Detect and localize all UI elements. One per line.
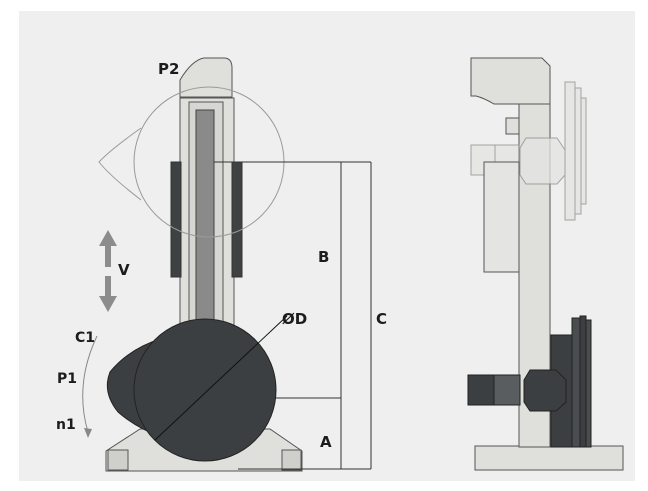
rotation-arrow-icon — [84, 428, 92, 438]
label-c: C — [376, 310, 388, 328]
side-view — [467, 57, 624, 471]
front-slide-bar — [195, 109, 215, 331]
label-p1: P1 — [57, 371, 78, 387]
label-n1: n1 — [56, 417, 76, 433]
label-p2: P2 — [158, 60, 180, 78]
side-shaft-mid — [493, 374, 521, 406]
label-b: B — [318, 248, 330, 266]
side-light-box — [483, 161, 520, 273]
base-foot-left — [107, 449, 129, 471]
side-head — [470, 57, 551, 105]
detail-cone — [98, 127, 142, 201]
side-small-block — [505, 117, 520, 135]
v-arrow-down-icon — [99, 296, 117, 312]
front-head — [179, 57, 233, 98]
side-roller-hub — [523, 369, 567, 412]
label-v: V — [118, 261, 130, 279]
v-arrow-up-icon — [99, 230, 117, 246]
front-view — [82, 57, 372, 472]
label-c1: C1 — [75, 330, 96, 346]
rotation-arc — [82, 335, 98, 433]
side-base — [474, 445, 624, 471]
roller — [133, 318, 277, 462]
side-roller-disc-1 — [571, 317, 581, 448]
v-arrow-shaft-top — [105, 245, 111, 267]
side-roller-disc-2 — [579, 315, 587, 448]
side-shaft-left — [467, 374, 495, 406]
base-foot-right — [281, 449, 302, 471]
v-arrow-shaft-bottom — [105, 276, 111, 298]
clamp-block-right — [231, 161, 243, 278]
roller-diameter-line — [154, 315, 288, 441]
side-roller-disc-3 — [585, 319, 592, 448]
side-upper-pulley — [470, 81, 587, 221]
clamp-block-left — [170, 161, 182, 278]
label-diameter: ØD — [282, 310, 308, 328]
label-a: A — [320, 433, 332, 451]
